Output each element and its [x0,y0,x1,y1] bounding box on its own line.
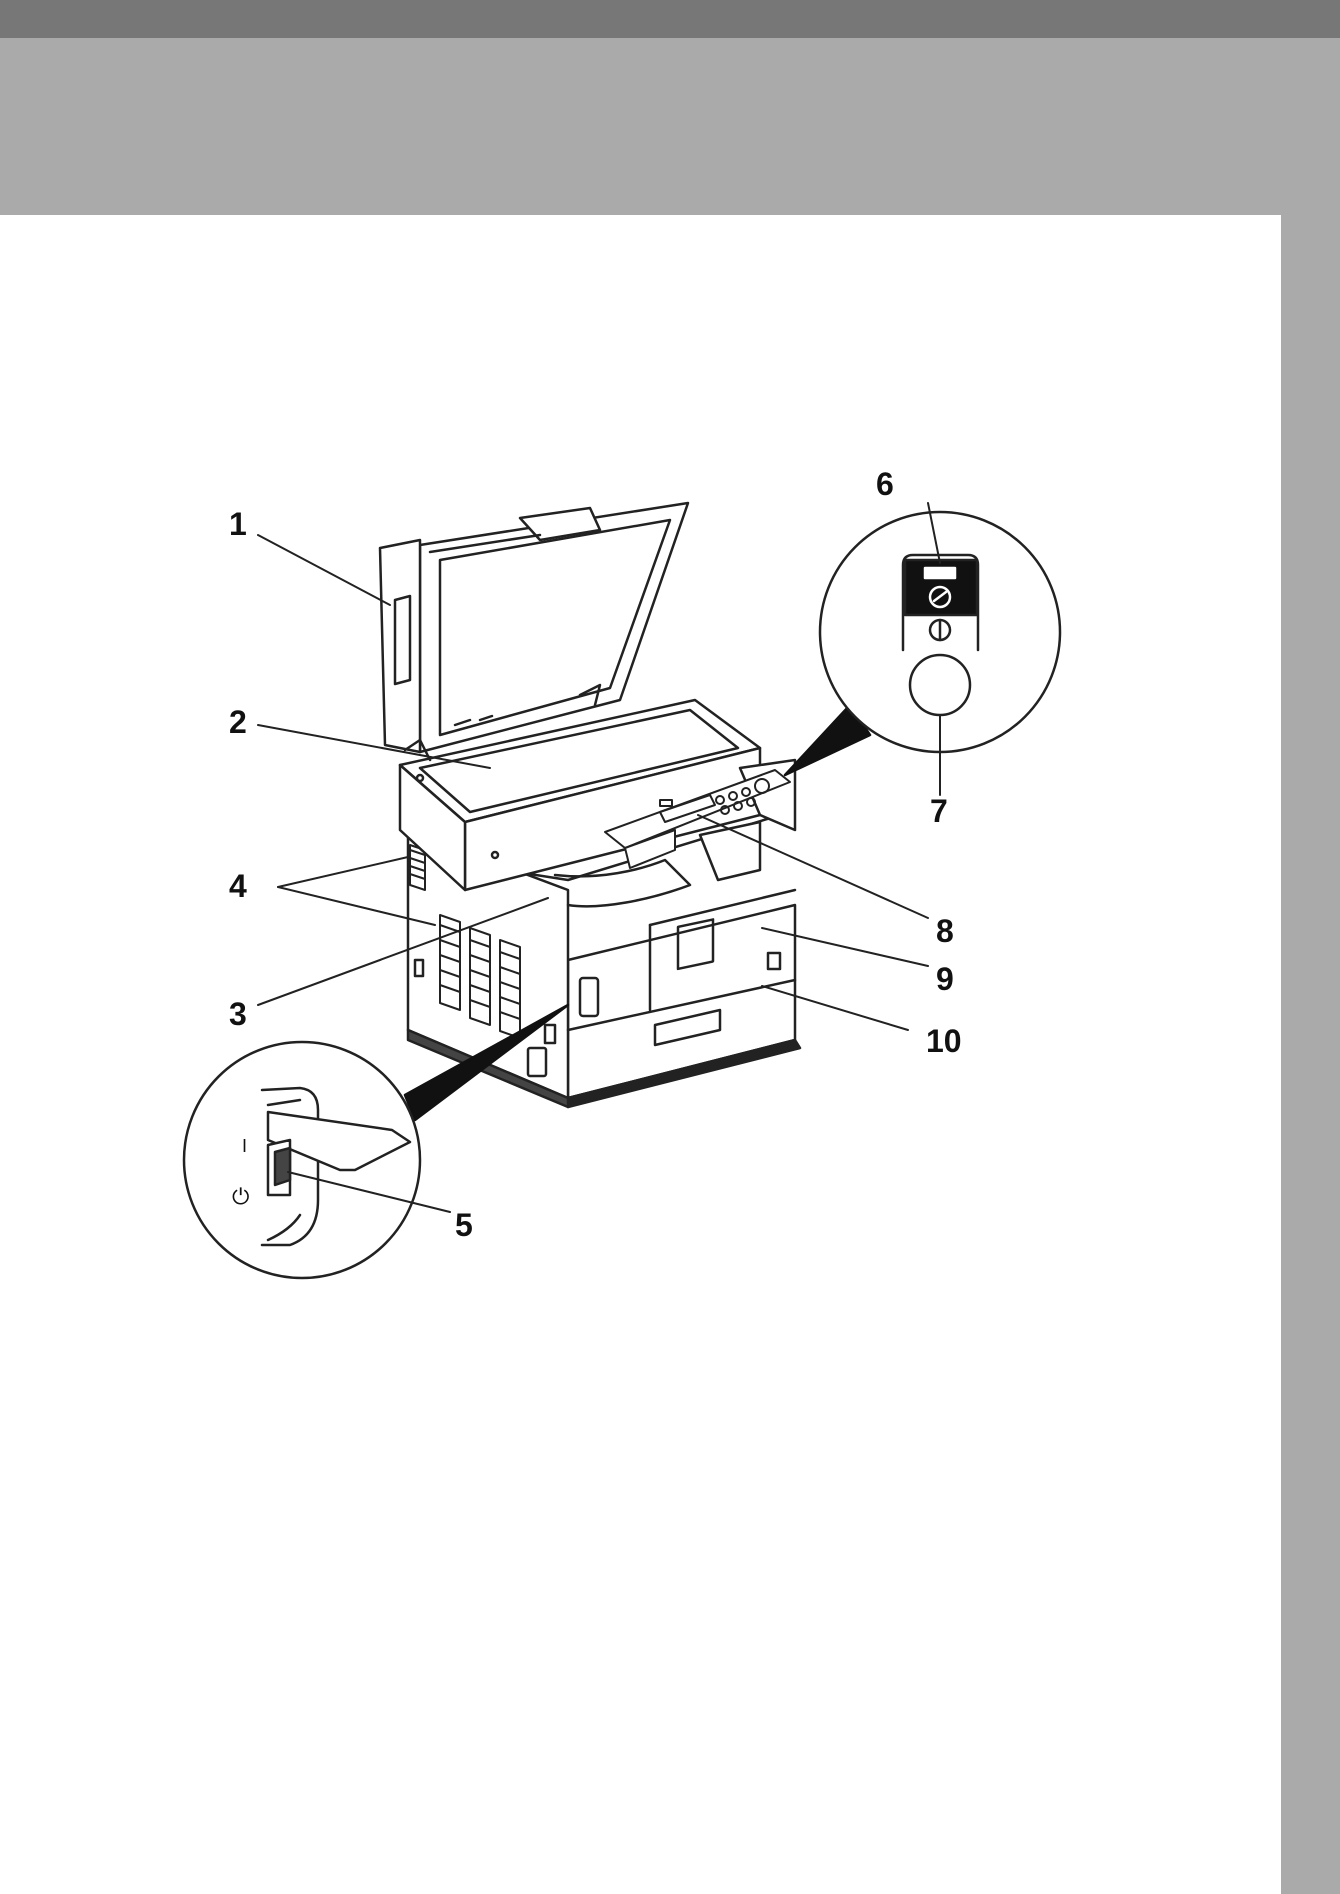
chapter-side-tab [1281,215,1340,1894]
machine-diagram: I ⏻ 1 2 3 4 5 6 7 8 9 10 [0,0,1280,1894]
callout-9: 9 [936,961,954,997]
callout-5: 5 [455,1207,473,1243]
callout-2: 2 [229,704,247,740]
switch-on-symbol: I [242,1136,247,1156]
indicator-zoom-callout [785,512,1060,775]
callout-6: 6 [876,466,894,502]
callout-10: 10 [926,1023,962,1059]
callout-7: 7 [930,793,948,829]
callout-1: 1 [229,506,247,542]
callout-4: 4 [229,868,247,904]
switch-standby-symbol: ⏻ [232,1185,249,1210]
callout-3: 3 [229,996,247,1032]
callout-8: 8 [936,913,954,949]
